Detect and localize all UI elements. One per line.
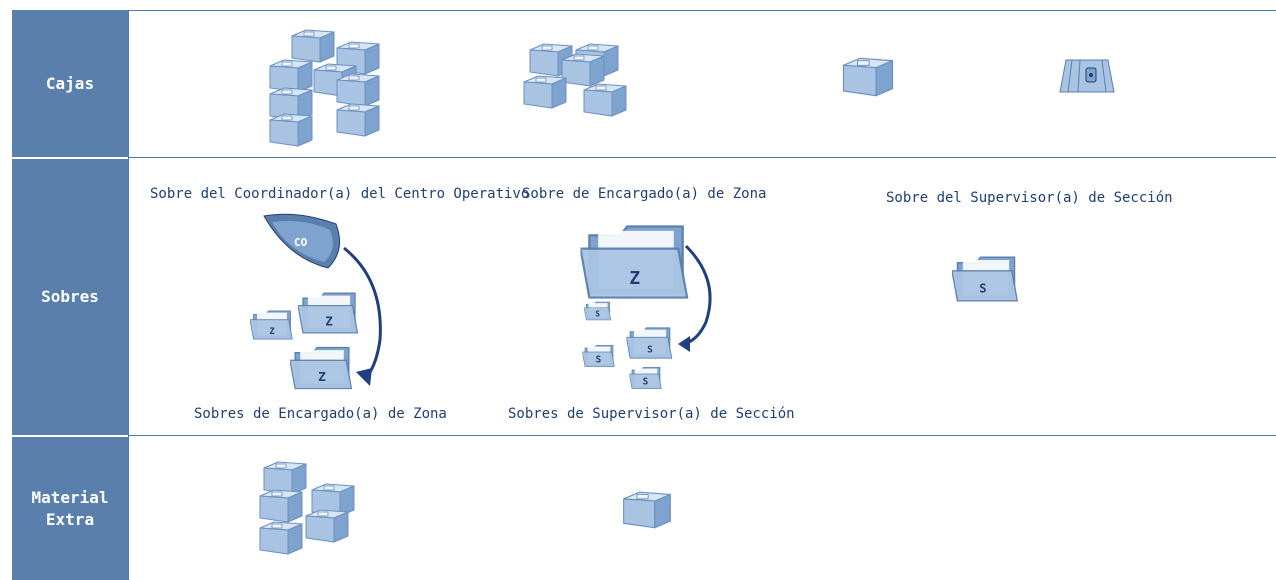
section-folder-icon: S: [582, 345, 615, 367]
folder-label-co: CO: [294, 236, 308, 249]
folder-label-s-2: S: [647, 344, 653, 355]
caption-sobres-supervisor: Sobres de Supervisor(a) de Sección: [508, 406, 795, 422]
header-border: [128, 10, 129, 580]
box-stack-large-icon: [269, 29, 380, 147]
folder-label-s-1: S: [595, 310, 600, 319]
row-header-sobres: Sobres: [12, 159, 128, 435]
caption-sobre-supervisor: Sobre del Supervisor(a) de Sección: [886, 190, 1173, 206]
caption-sobres-encargado: Sobres de Encargado(a) de Zona: [194, 406, 447, 422]
row-header-cajas: Cajas: [12, 10, 128, 157]
caption-sobre-encargado: Sobre de Encargado(a) de Zona: [522, 186, 767, 202]
supervisor-folder-icon: S: [952, 256, 1018, 302]
section-folder-icon: S: [626, 327, 673, 359]
row-label-material: Material: [31, 487, 109, 507]
caption-sobre-coordinador: Sobre del Coordinador(a) del Centro Oper…: [150, 186, 530, 202]
divider-1: [128, 157, 1276, 158]
arrow-coordinator-icon: [343, 246, 382, 386]
row-material-extra: Material Extra: [0, 437, 1276, 580]
divider-2: [128, 435, 1276, 436]
folder-label-s-4: S: [643, 377, 649, 388]
section-folder-icon: S: [629, 367, 662, 389]
coordinator-folder-icon: CO: [263, 213, 341, 269]
folder-label-z-3: Z: [318, 370, 326, 385]
box-stack-extra-icon: [259, 461, 355, 555]
zone-folder-large-icon: Z: [580, 225, 689, 299]
folder-label-s-3: S: [596, 355, 602, 366]
folder-label-z-large: Z: [629, 269, 640, 289]
zone-folder-icon: Z: [298, 292, 359, 334]
folder-label-z-1: Z: [269, 327, 274, 337]
briefcase-icon: [1059, 59, 1115, 93]
row-cajas: Cajas: [0, 10, 1276, 157]
folder-label-z-2: Z: [325, 313, 333, 328]
row-label-material-extra: Material Extra: [31, 487, 108, 531]
row-sobres: Sobres: [0, 159, 1276, 435]
arrow-encargado-icon: [678, 244, 712, 352]
zone-folder-icon: Z: [290, 346, 353, 390]
row-label-cajas: Cajas: [45, 73, 95, 93]
row-label-extra: Extra: [45, 509, 95, 529]
zone-folder-icon: Z: [250, 310, 293, 340]
row-label-sobres: Sobres: [41, 287, 99, 306]
folder-label-s-5: S: [979, 282, 986, 296]
single-box-icon: [842, 57, 894, 97]
single-box-extra-icon: [623, 491, 671, 529]
box-group-icon: [523, 43, 627, 117]
row-header-material-extra: Material Extra: [12, 437, 128, 580]
section-folder-icon: S: [584, 301, 612, 321]
divider-top: [128, 10, 1276, 11]
